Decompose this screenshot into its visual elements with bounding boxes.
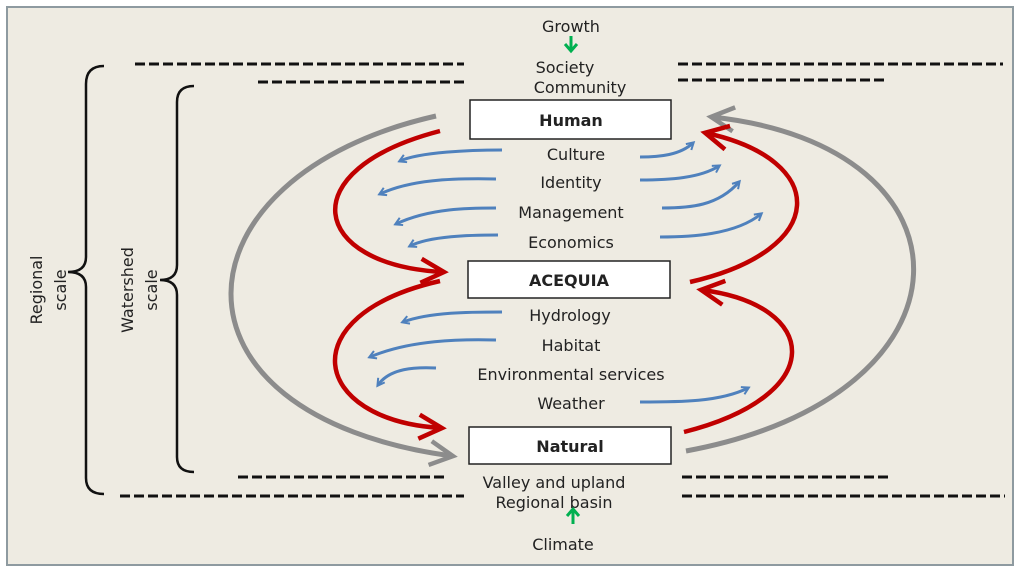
environmental-services-left-arrow [378,366,437,385]
weather-right-arrow [639,388,748,404]
identity-left-arrow [380,177,497,194]
hydrology-label: Hydrology [529,306,611,325]
culture-left-arrow [400,148,503,161]
human-box: Human [469,99,672,140]
natural-box-label: Natural [536,437,603,456]
culture-right-arrow [639,143,693,159]
watershed-scale-label-line2: scale [142,269,161,310]
outer-loop-left-arrow [228,113,458,468]
acequia-to-human-red-arrow [689,123,800,285]
economics-right-arrow [659,214,761,239]
environmental-services-label: Environmental services [477,365,664,384]
economics-label: Economics [528,233,614,252]
management-left-arrow [396,206,497,224]
acequia-to-natural-red-arrow [332,278,447,441]
culture-label: Culture [547,145,605,164]
society-label: Society [536,58,595,77]
human-to-acequia-red-arrow [333,128,449,285]
regional-scale-brace [67,64,105,496]
identity-label: Identity [540,173,601,192]
regional-scale-label-line1: Regional [27,255,46,324]
economics-left-arrow [410,233,499,246]
outer-loop-right-arrow [685,105,917,454]
natural-box: Natural [468,426,672,465]
management-right-arrow [661,182,739,210]
regional-basin-label: Regional basin [496,493,613,512]
acequia-box-label: ACEQUIA [529,271,610,290]
identity-right-arrow [639,166,719,182]
growth-label: Growth [542,17,600,36]
management-label: Management [518,203,623,222]
habitat-left-arrow [370,338,497,357]
natural-to-acequia-red-arrow [683,278,795,435]
climate-label: Climate [532,535,594,554]
climate-up-arrow-head [565,506,581,517]
valley-upland-label: Valley and upland [483,473,626,492]
watershed-scale-label-line1: Watershed [118,247,137,333]
human-box-label: Human [539,111,603,130]
hydrology-left-arrow [403,310,503,322]
habitat-label: Habitat [542,336,601,355]
watershed-scale-brace [159,84,195,474]
regional-scale-label-line2: scale [51,269,70,310]
acequia-box: ACEQUIA [467,260,671,299]
scale-dash-lines [120,62,1005,498]
growth-down-arrow-head [563,43,579,54]
community-label: Community [534,78,627,97]
weather-label: Weather [537,394,605,413]
